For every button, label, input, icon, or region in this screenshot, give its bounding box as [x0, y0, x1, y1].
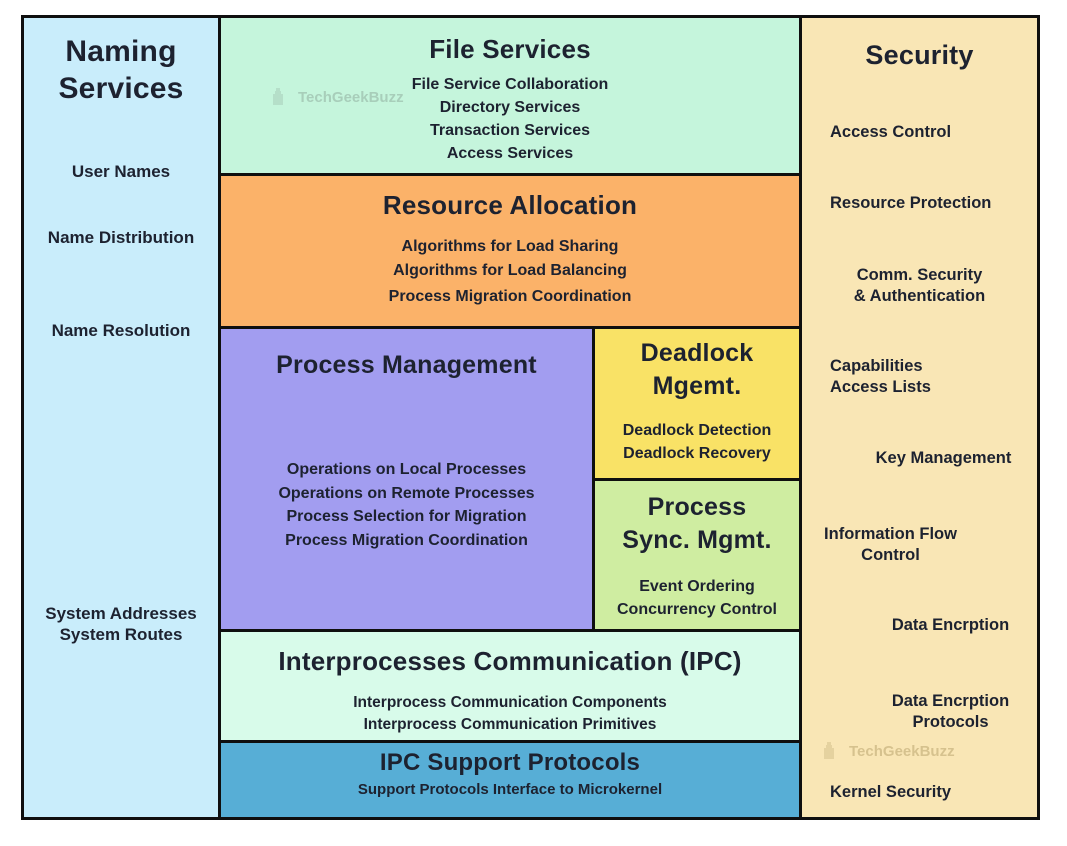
process-sync-mgmt-box: Process Sync. Mgmt. Event Ordering Concu…	[595, 481, 799, 629]
watermark-label: TechGeekBuzz	[849, 742, 955, 760]
security-item-information-flow-control: Information Flow Control	[824, 525, 957, 564]
process-sync-mgmt-title: Process Sync. Mgmt.	[622, 493, 772, 554]
list-item: Directory Services	[439, 99, 581, 116]
security-item-access-control: Access Control	[830, 123, 952, 141]
ipc-box: Interprocesses Communication (IPC) Inter…	[221, 632, 799, 740]
security-box: Security Access Control Resource Protect…	[802, 18, 1037, 817]
list-item: Event Ordering	[639, 578, 755, 595]
naming-services-box: Naming Services User Names Name Distribu…	[24, 18, 218, 817]
deadlock-mgemt-box: Deadlock Mgemt. Deadlock Detection Deadl…	[595, 329, 799, 478]
naming-services-title: Naming Services	[58, 35, 184, 105]
list-item: Operations on Local Processes	[286, 461, 527, 478]
list-item: Algorithms for Load Sharing	[401, 238, 619, 255]
deadlock-items: Deadlock Detection Deadlock Recovery	[595, 419, 799, 465]
ipc-support-protocols-title: IPC Support Protocols	[379, 749, 641, 776]
file-services-items: File Service Collaboration Directory Ser…	[221, 73, 799, 165]
naming-item-name-resolution: Name Resolution	[51, 321, 191, 340]
list-item: Process Migration Coordination	[285, 531, 528, 549]
security-item-key-management: Key Management	[875, 449, 1012, 467]
list-item: Interprocess Communication Components	[353, 694, 667, 711]
ipc-items: Interprocess Communication Components In…	[221, 692, 799, 736]
security-item-resource-protection: Resource Protection	[830, 194, 992, 212]
resource-allocation-box: Resource Allocation Algorithms for Load …	[221, 176, 799, 326]
techgeekbuzz-logo-icon	[824, 742, 834, 759]
process-sync-items: Event Ordering Concurrency Control	[595, 575, 799, 621]
list-item: Algorithms for Load Balancing	[393, 262, 627, 279]
process-management-items: Operations on Local Processes Operations…	[221, 458, 592, 552]
ipc-support-protocols-box: IPC Support Protocols Support Protocols …	[221, 743, 799, 817]
ipc-support-items: Support Protocols Interface to Microkern…	[221, 781, 799, 798]
techgeekbuzz-watermark: TechGeekBuzz	[818, 740, 955, 762]
deadlock-mgemt-title: Deadlock Mgemt.	[640, 339, 754, 400]
naming-item-name-distribution: Name Distribution	[47, 228, 195, 247]
security-item-kernel-security: Kernel Security	[830, 783, 952, 801]
list-item: Transaction Services	[429, 122, 591, 139]
list-item: Support Protocols Interface to Microkern…	[357, 781, 663, 798]
list-item: Process Selection for Migration	[286, 508, 527, 525]
list-item: Deadlock Recovery	[623, 445, 771, 462]
security-title: Security	[865, 40, 974, 70]
naming-item-system-addresses-routes: System Addresses System Routes	[45, 604, 197, 644]
list-item: Process Migration Coordination	[388, 288, 632, 305]
list-item: File Service Collaboration	[411, 76, 609, 93]
list-item: Interprocess Communication Primitives	[363, 716, 657, 733]
process-management-row: Process Management Operations on Local P…	[221, 329, 799, 629]
resource-allocation-items: Algorithms for Load Sharing Algorithms f…	[221, 235, 799, 309]
list-item: Operations on Remote Processes	[278, 484, 535, 502]
security-item-data-encrption-protocols: Data Encrption Protocols	[891, 692, 1010, 731]
ipc-title: Interprocesses Communication (IPC)	[278, 646, 742, 676]
security-item-data-encrption: Data Encrption	[891, 616, 1010, 634]
process-management-title: Process Management	[276, 351, 537, 379]
file-services-title: File Services	[429, 34, 591, 64]
middle-column: TechGeekBuzz File Services File Service …	[221, 18, 799, 817]
file-services-box: TechGeekBuzz File Services File Service …	[221, 18, 799, 173]
naming-item-user-names: User Names	[71, 162, 171, 181]
security-item-comm-security-authentication: Comm. Security & Authentication	[853, 266, 986, 305]
list-item: Concurrency Control	[616, 601, 777, 618]
deadlock-sync-stack: Deadlock Mgemt. Deadlock Detection Deadl…	[595, 329, 799, 629]
security-item-capabilities-access-lists: Capabilities Access Lists	[830, 357, 931, 396]
list-item: Deadlock Detection	[622, 422, 772, 439]
list-item: Access Services	[446, 145, 574, 162]
process-management-box: Process Management Operations on Local P…	[221, 329, 592, 629]
resource-allocation-title: Resource Allocation	[382, 190, 638, 220]
distributed-os-diagram: Naming Services User Names Name Distribu…	[21, 15, 1040, 820]
